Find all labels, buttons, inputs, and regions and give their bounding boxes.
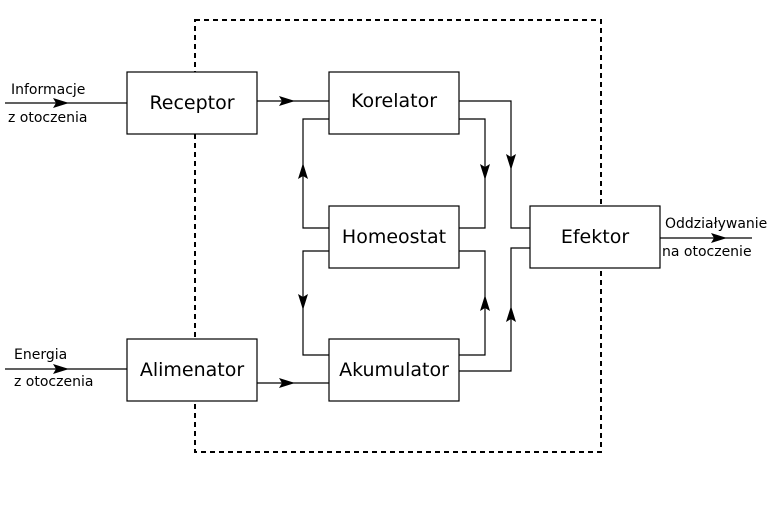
efektor-block: Efektor — [529, 205, 661, 269]
output-label-line-2: na otoczenie — [662, 244, 752, 260]
output-label-line-1: Oddziaływanie — [665, 216, 767, 232]
information-input-label-line-1: Informacje — [11, 82, 85, 98]
homeostat-akumulator-arrow — [298, 294, 308, 310]
energy-input-label-line-1: Energia — [14, 347, 67, 363]
homeostat-korelator-arrow — [298, 163, 308, 179]
homeostat-label: Homeostat — [342, 226, 446, 248]
akumulator-efektor-arrow — [506, 306, 516, 322]
akumulator-efektor-line — [459, 247, 530, 372]
alimenator-akumulator-arrow — [279, 378, 295, 388]
korelator-homeostat-line — [459, 118, 486, 229]
korelator-efektor-line — [459, 100, 530, 229]
korelator-block: Korelator — [328, 71, 460, 135]
efektor-label: Efektor — [561, 226, 629, 248]
homeostat-akumulator-line — [302, 250, 329, 356]
akumulator-homeostat-arrow — [480, 295, 490, 311]
akumulator-label: Akumulator — [339, 359, 449, 381]
information-input-label-line-2: z otoczenia — [8, 110, 87, 126]
korelator-homeostat-arrow — [480, 164, 490, 180]
receptor-korelator-arrow — [279, 96, 295, 106]
alimenator-label: Alimenator — [140, 359, 245, 381]
akumulator-block: Akumulator — [328, 338, 460, 402]
akumulator-homeostat-line — [459, 250, 486, 356]
receptor-label: Receptor — [149, 92, 234, 114]
alimenator-block: Alimenator — [126, 338, 258, 402]
information-input-arrow — [53, 98, 69, 108]
arrowheads — [53, 96, 727, 388]
energy-input-label-line-2: z otoczenia — [14, 374, 93, 390]
korelator-efektor-arrow — [506, 154, 516, 170]
receptor-block: Receptor — [126, 71, 258, 135]
homeostat-korelator-line — [302, 118, 329, 229]
homeostat-block: Homeostat — [328, 205, 460, 269]
efektor-output-arrow — [711, 233, 727, 243]
energy-input-arrow — [53, 364, 69, 374]
korelator-label: Korelator — [351, 90, 437, 112]
